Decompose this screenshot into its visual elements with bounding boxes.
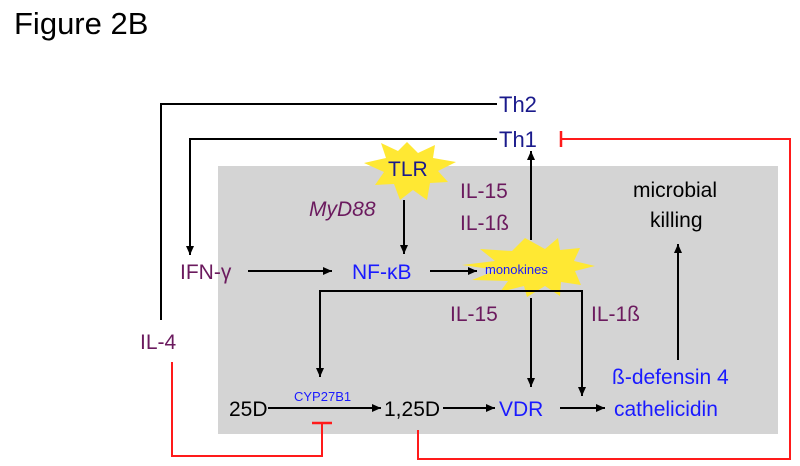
d125-inhibits-th1-line [417, 138, 791, 460]
il4-label: IL-4 [140, 331, 177, 354]
d25-label: 25D [229, 398, 268, 421]
nfkb-label: NF-κB [352, 261, 412, 284]
cathelicidin-label: cathelicidin [614, 398, 718, 421]
th1-label: Th1 [499, 127, 537, 152]
figure-title: Figure 2B [14, 6, 149, 41]
monokines-label: monokines [485, 262, 548, 277]
il15-mid-label: IL-15 [450, 303, 498, 326]
cyp27b1-label: CYP27B1 [294, 389, 351, 404]
th1-to-ifn-arrow [186, 138, 497, 255]
tlr-burst [364, 142, 456, 200]
il1b-mid-label: IL-1ß [591, 303, 640, 326]
cell-background-box [218, 166, 778, 434]
il1b-top-label: IL-1ß [460, 212, 509, 235]
il15-top-label: IL-15 [460, 180, 508, 203]
d125-label: 1,25D [384, 398, 440, 421]
il4-inhibits-cyp27b1-line [171, 362, 323, 457]
killing-label: killing [650, 209, 703, 232]
tlr-label: TLR [388, 158, 428, 181]
nfkb-to-cyp27b1-arrow [316, 290, 582, 377]
il1b-to-cathelicidin-arrow [569, 290, 586, 396]
th2-to-il4-line [160, 103, 497, 320]
ifn-gamma-label: IFN-γ [180, 261, 232, 284]
myd88-label: MyD88 [309, 198, 376, 221]
bdefensin-label: ß-defensin 4 [612, 366, 729, 389]
monokines-burst [462, 238, 595, 297]
th2-label: Th2 [499, 92, 537, 117]
vdr-label: VDR [499, 398, 543, 421]
microbial-label: microbial [633, 179, 717, 202]
